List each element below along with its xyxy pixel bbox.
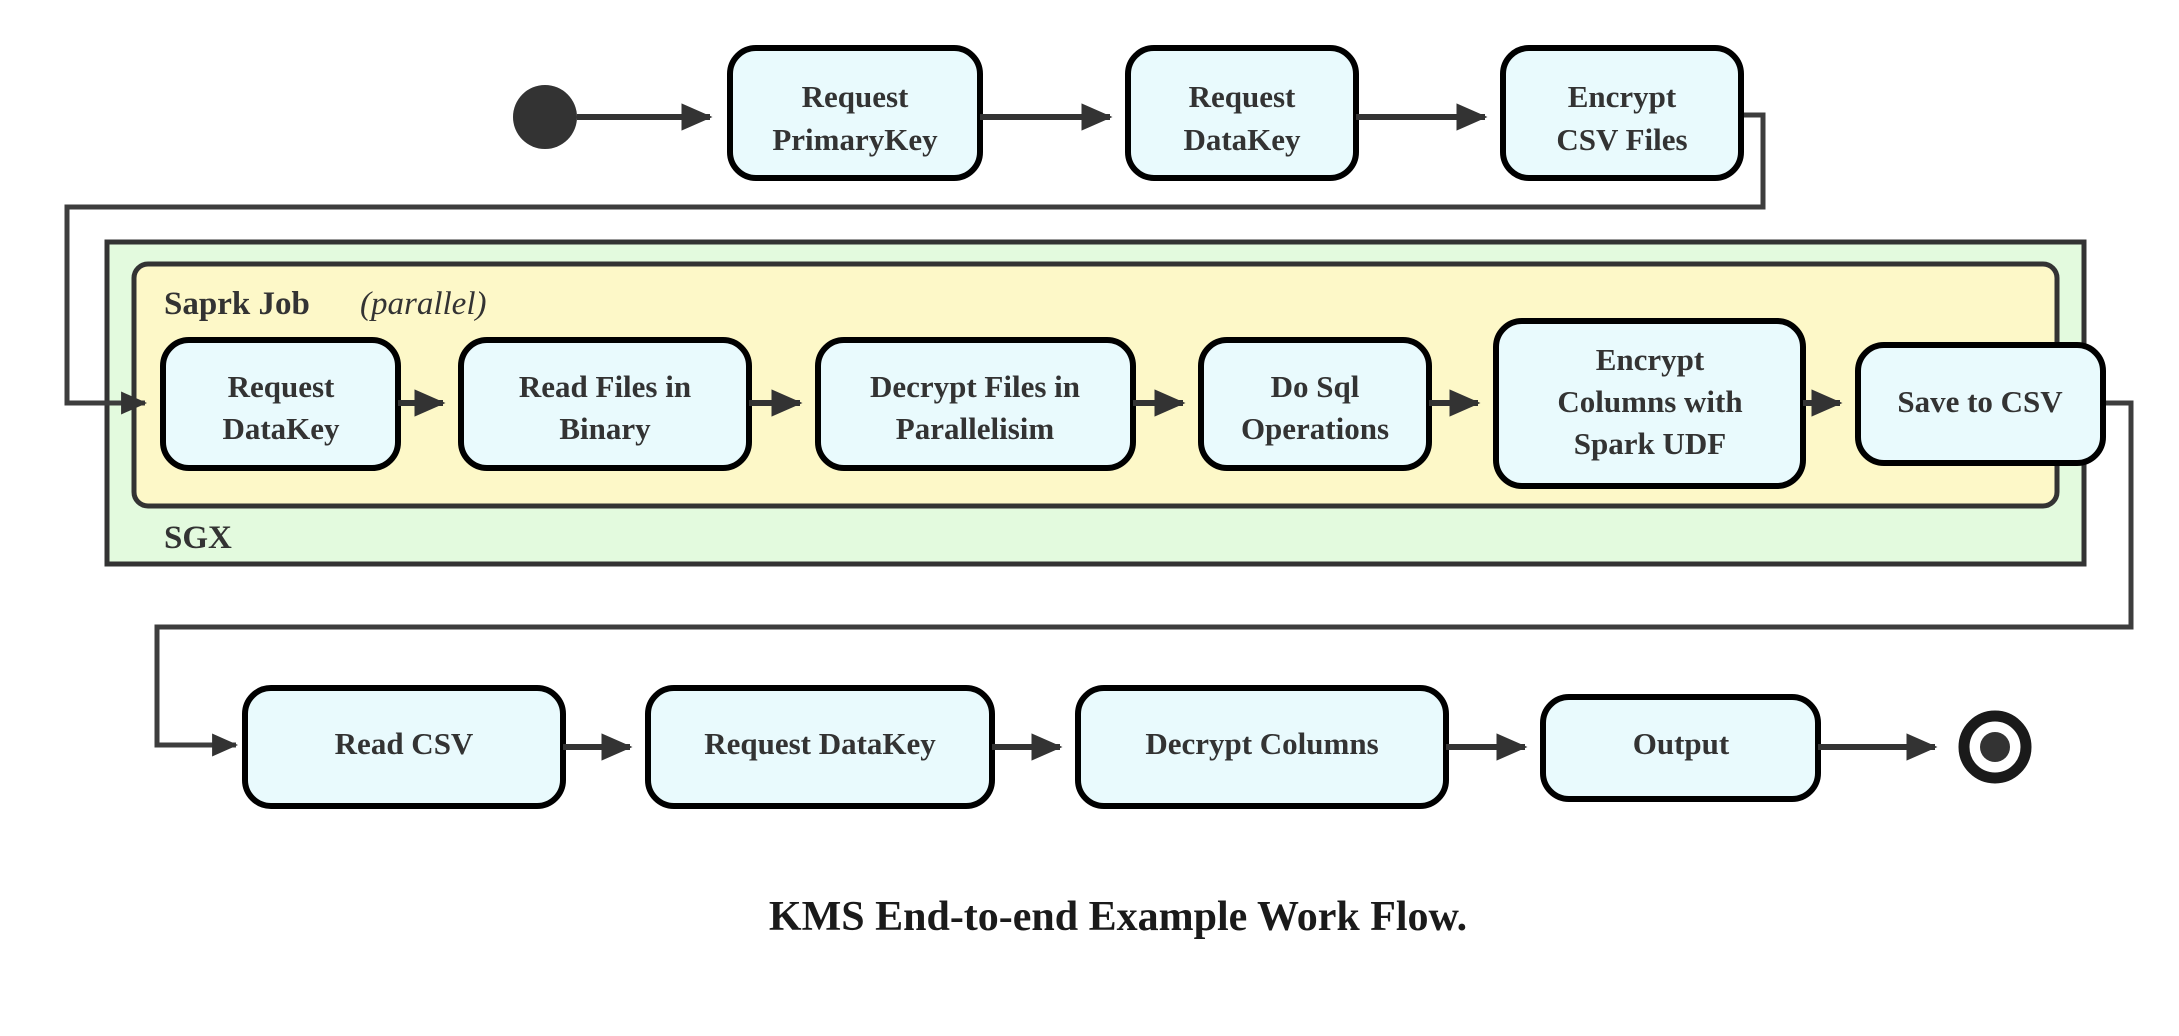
node-label-line: Decrypt Files in bbox=[870, 369, 1080, 404]
spark-job-label: Saprk Job bbox=[164, 286, 310, 322]
node-decrypt-columns[interactable]: Decrypt Columns bbox=[1075, 685, 1449, 809]
edge-encrypt-to-sparkdatakey bbox=[64, 112, 1766, 415]
node-label-line: Encrypt bbox=[1568, 79, 1677, 114]
node-save-to-csv[interactable]: Save to CSV bbox=[1855, 342, 2106, 466]
node-request-datakey-spark[interactable]: Request DataKey bbox=[160, 337, 401, 471]
node-label-line: Parallelisim bbox=[896, 411, 1055, 446]
node-label-line: DataKey bbox=[222, 411, 340, 446]
node-label-line: Spark UDF bbox=[1574, 426, 1726, 461]
start-node bbox=[513, 85, 577, 149]
node-encrypt-csv-files[interactable]: Encrypt CSV Files bbox=[1500, 45, 1744, 181]
node-label-line: Do Sql bbox=[1271, 369, 1360, 404]
node-label-line: Request bbox=[228, 369, 335, 404]
node-label-line: Request bbox=[1189, 79, 1296, 114]
end-node bbox=[1958, 710, 2032, 784]
spark-job-parallel-label: (parallel) bbox=[360, 286, 486, 322]
node-label-line: Binary bbox=[559, 411, 651, 446]
node-label-line: Operations bbox=[1241, 411, 1389, 446]
node-label-line: PrimaryKey bbox=[772, 122, 938, 157]
sgx-label: SGX bbox=[164, 520, 232, 556]
node-request-datakey-top[interactable]: Request DataKey bbox=[1125, 45, 1359, 181]
node-output[interactable]: Output bbox=[1540, 694, 1821, 802]
node-label-line: Encrypt bbox=[1596, 342, 1705, 377]
node-label-line: Read Files in bbox=[519, 369, 691, 404]
node-read-files-binary[interactable]: Read Files in Binary bbox=[458, 337, 752, 471]
node-label-line: Save to CSV bbox=[1897, 384, 2063, 419]
edge-savecsv-to-readcsv bbox=[154, 400, 2134, 757]
node-read-csv[interactable]: Read CSV bbox=[242, 685, 566, 809]
node-request-datakey-bottom[interactable]: Request DataKey bbox=[645, 685, 995, 809]
diagram-caption: KMS End-to-end Example Work Flow. bbox=[769, 894, 1467, 940]
node-label-line: Columns with bbox=[1557, 384, 1742, 419]
node-label-line: Decrypt Columns bbox=[1145, 726, 1378, 761]
node-label-line: Read CSV bbox=[335, 726, 474, 761]
node-decrypt-files-parallelisim[interactable]: Decrypt Files in Parallelisim bbox=[815, 337, 1136, 471]
node-encrypt-columns-spark-udf[interactable]: Encrypt Columns with Spark UDF bbox=[1493, 318, 1806, 489]
node-request-primarykey[interactable]: Request PrimaryKey bbox=[727, 45, 983, 181]
node-label-line: CSV Files bbox=[1556, 122, 1687, 157]
node-label-line: Request bbox=[802, 79, 909, 114]
node-label-line: Request DataKey bbox=[704, 726, 936, 761]
node-do-sql-operations[interactable]: Do Sql Operations bbox=[1198, 337, 1432, 471]
node-label-line: DataKey bbox=[1183, 122, 1301, 157]
node-label-line: Output bbox=[1633, 726, 1730, 761]
